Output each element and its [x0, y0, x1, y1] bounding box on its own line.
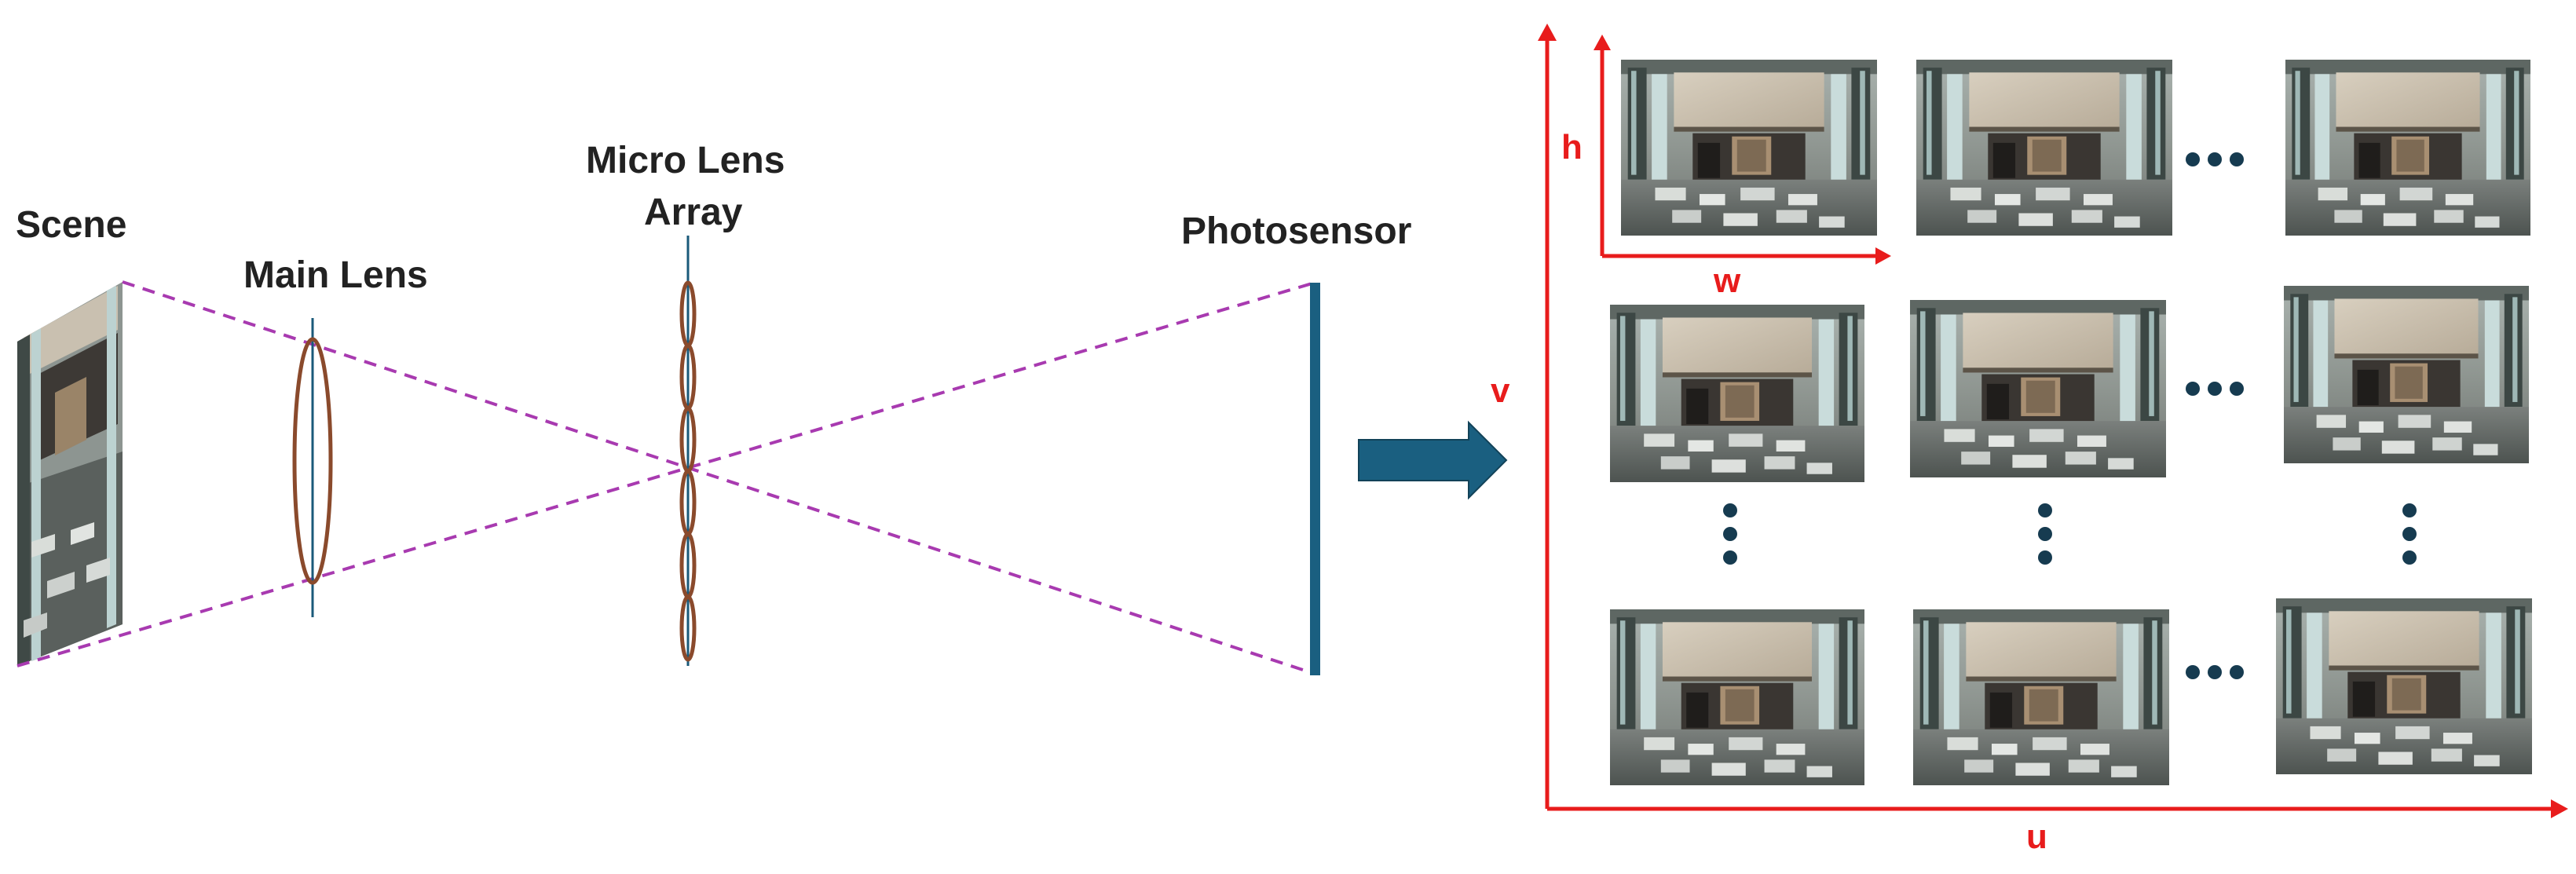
v-axis-label: v: [1491, 371, 1510, 410]
scene-label: Scene: [16, 204, 126, 246]
view-thumbnail: [1910, 300, 2166, 477]
ray-top-scene-to-sensor-bottom: [122, 280, 1315, 675]
u-axis-arrowhead-icon: [2551, 799, 2568, 818]
horizontal-ellipsis-dot-icon: [2208, 382, 2222, 396]
view-thumbnail: [1621, 60, 1877, 236]
outer-axes: [1538, 24, 2568, 818]
horizontal-ellipsis-dot-icon: [2186, 665, 2200, 679]
view-thumbnail: [2285, 60, 2530, 236]
horizontal-ellipsis-dot-icon: [2230, 152, 2244, 166]
v-axis-arrowhead-icon: [1538, 24, 1557, 41]
horizontal-ellipsis-dot-icon: [2186, 382, 2200, 396]
ray-bottom-scene-to-sensor-top: [16, 281, 1315, 667]
vertical-ellipsis-dot-icon: [2038, 527, 2052, 541]
h-axis-label: h: [1561, 128, 1583, 166]
view-grid: [1610, 60, 2532, 785]
horizontal-ellipsis-dot-icon: [2186, 152, 2200, 166]
photosensor: [1310, 283, 1320, 675]
main-lens: [292, 318, 333, 617]
transition-arrow-icon: [1358, 420, 1508, 500]
horizontal-ellipsis-dot-icon: [2230, 382, 2244, 396]
vertical-ellipsis-dot-icon: [2402, 503, 2417, 517]
vertical-ellipsis-dot-icon: [2402, 550, 2417, 565]
light-rays: [16, 280, 1315, 675]
vertical-ellipsis-dot-icon: [2038, 550, 2052, 565]
view-thumbnail: [1610, 305, 1864, 482]
vertical-ellipsis-dot-icon: [1723, 527, 1737, 541]
vertical-ellipsis-dot-icon: [1723, 550, 1737, 565]
view-thumbnail: [1610, 609, 1864, 785]
micro-lens-label-line1: Micro Lens: [586, 140, 785, 181]
scene-image: [17, 282, 123, 666]
view-thumbnail: [1916, 60, 2172, 236]
micro-lens-array: [679, 236, 697, 666]
view-thumbnail: [2284, 286, 2529, 463]
h-axis-arrowhead-icon: [1594, 35, 1611, 50]
horizontal-ellipsis-dot-icon: [2230, 665, 2244, 679]
horizontal-ellipsis-dot-icon: [2208, 152, 2222, 166]
ellipsis-markers: [1723, 152, 2417, 679]
w-axis-arrowhead-icon: [1875, 247, 1891, 265]
view-thumbnail: [1913, 609, 2169, 785]
view-thumbnail: [2276, 598, 2532, 774]
vertical-ellipsis-dot-icon: [1723, 503, 1737, 517]
micro-lens: [679, 594, 697, 662]
vertical-ellipsis-dot-icon: [2402, 527, 2417, 541]
w-axis-label: w: [1713, 261, 1741, 300]
photosensor-label: Photosensor: [1181, 210, 1411, 252]
micro-lens-label-line2: Array: [644, 192, 743, 233]
main-lens-label: Main Lens: [243, 254, 428, 296]
vertical-ellipsis-dot-icon: [2038, 503, 2052, 517]
u-axis-label: u: [2026, 817, 2047, 856]
inner-axes: [1594, 35, 1891, 265]
horizontal-ellipsis-dot-icon: [2208, 665, 2222, 679]
main-lens-shape: [292, 337, 333, 585]
